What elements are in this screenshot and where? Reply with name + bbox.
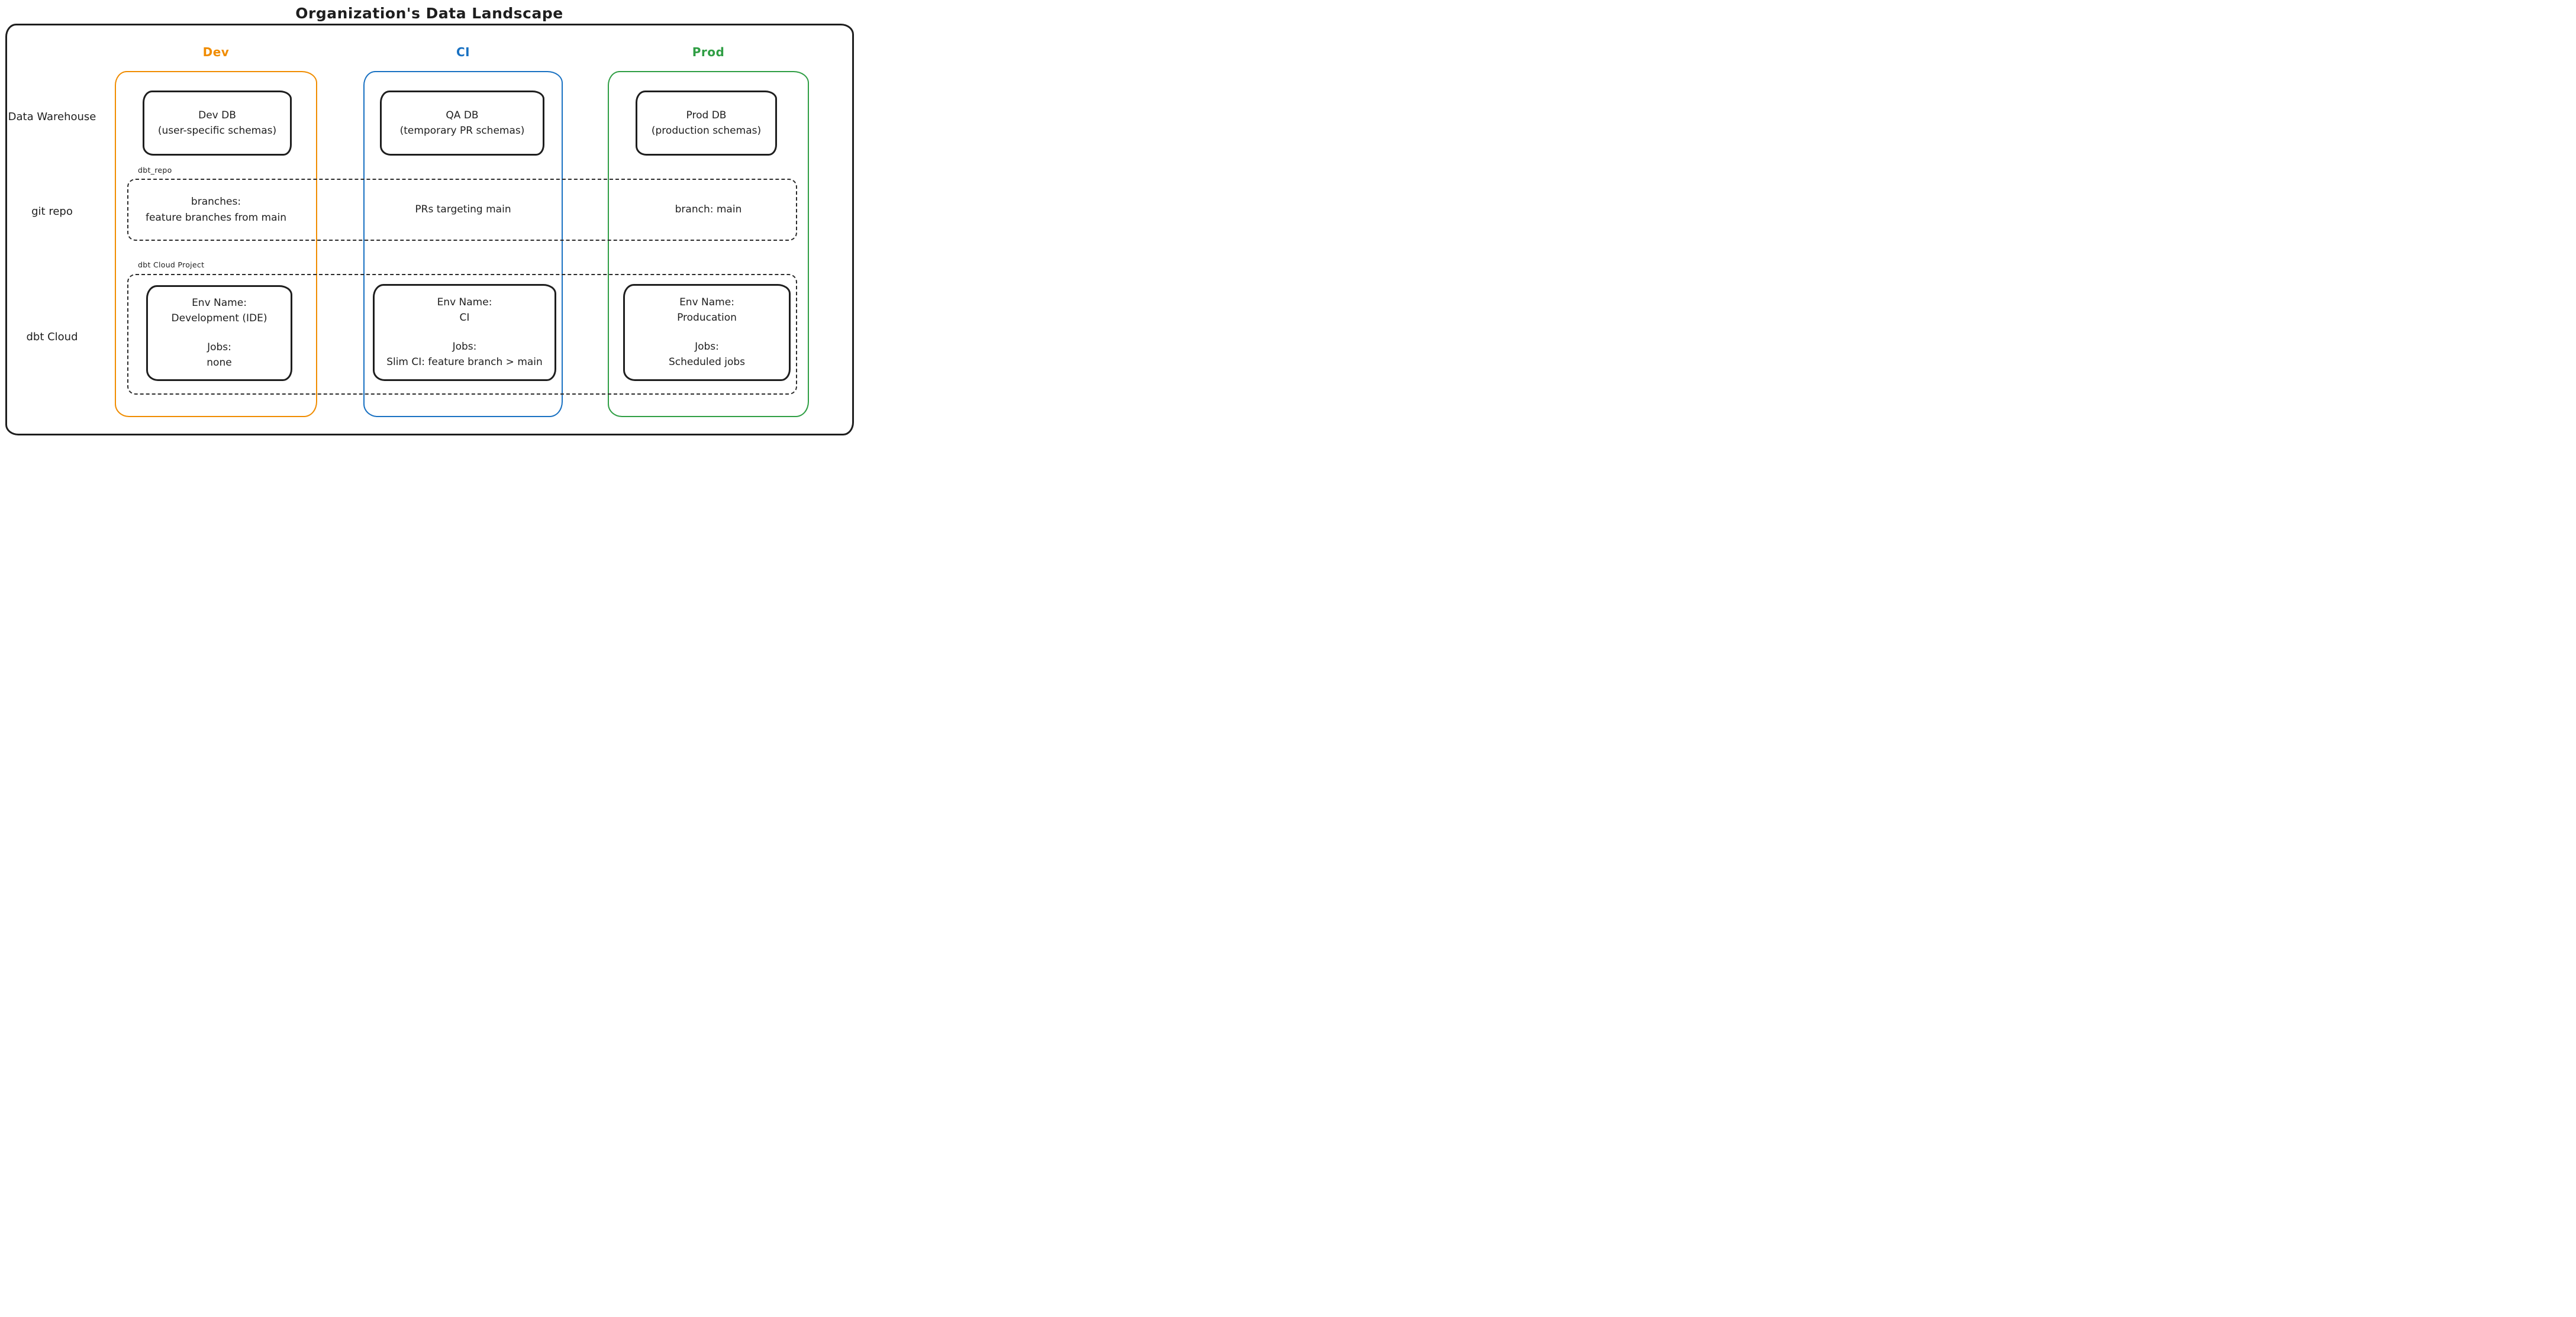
ci-column-frame — [363, 71, 563, 417]
ci-env-value: CI — [459, 311, 470, 324]
qa-db-detail: (temporary PR schemas) — [399, 125, 525, 137]
page-title: Organization's Data Landscape — [295, 5, 563, 22]
dev-env-value: Development (IDE) — [171, 312, 267, 324]
dev-branches-line2: feature branches from main — [145, 211, 287, 224]
dev-branches-text: branches: feature branches from main — [115, 179, 317, 241]
prod-env-box: Env Name: Producation Jobs: Scheduled jo… — [623, 284, 791, 381]
prod-db-name: Prod DB — [686, 109, 727, 121]
qa-db-box: QA DB (temporary PR schemas) — [380, 91, 544, 156]
diagram-canvas: Organization's Data Landscape Dev CI Pro… — [0, 0, 859, 439]
prod-env-value: Producation — [677, 311, 737, 324]
prod-jobs-label: Jobs: — [695, 341, 719, 353]
dbt-project-dashed-box — [127, 274, 797, 395]
outer-frame — [5, 24, 854, 435]
row-label-data-warehouse: Data Warehouse — [8, 111, 96, 123]
dev-jobs-label: Jobs: — [207, 341, 231, 353]
dbt-repo-label: dbt_repo — [138, 166, 172, 175]
dev-db-detail: (user-specific schemas) — [157, 125, 277, 137]
dev-jobs-value: none — [207, 356, 232, 369]
prod-db-detail: (production schemas) — [651, 125, 762, 137]
ci-prs-text: PRs targeting main — [363, 179, 563, 241]
dev-env-label: Env Name: — [192, 297, 247, 309]
ci-env-label: Env Name: — [437, 296, 492, 308]
dev-branches-line1: branches: — [191, 196, 241, 208]
column-header-ci: CI — [456, 45, 470, 59]
dev-db-name: Dev DB — [198, 109, 236, 121]
qa-db-name: QA DB — [446, 109, 479, 121]
ci-prs-line1: PRs targeting main — [415, 204, 511, 216]
ci-jobs-label: Jobs: — [452, 341, 477, 353]
prod-branch-line1: branch: main — [675, 204, 742, 216]
prod-branch-text: branch: main — [608, 179, 809, 241]
column-header-prod: Prod — [692, 45, 725, 59]
prod-column-frame — [608, 71, 809, 417]
dev-column-frame — [115, 71, 317, 417]
prod-env-label: Env Name: — [679, 296, 734, 308]
dev-env-box: Env Name: Development (IDE) Jobs: none — [146, 285, 292, 381]
column-header-dev: Dev — [202, 45, 230, 59]
prod-db-box: Prod DB (production schemas) — [636, 91, 777, 156]
ci-jobs-value: Slim CI: feature branch > main — [386, 356, 543, 368]
git-repo-dashed-box — [127, 179, 797, 241]
row-label-dbt-cloud: dbt Cloud — [26, 331, 78, 343]
prod-jobs-value: Scheduled jobs — [668, 356, 746, 368]
dbt-cloud-project-label: dbt Cloud Project — [138, 260, 205, 269]
row-label-git-repo: git repo — [31, 205, 73, 218]
ci-env-box: Env Name: CI Jobs: Slim CI: feature bran… — [373, 284, 556, 381]
dev-db-box: Dev DB (user-specific schemas) — [143, 91, 292, 156]
